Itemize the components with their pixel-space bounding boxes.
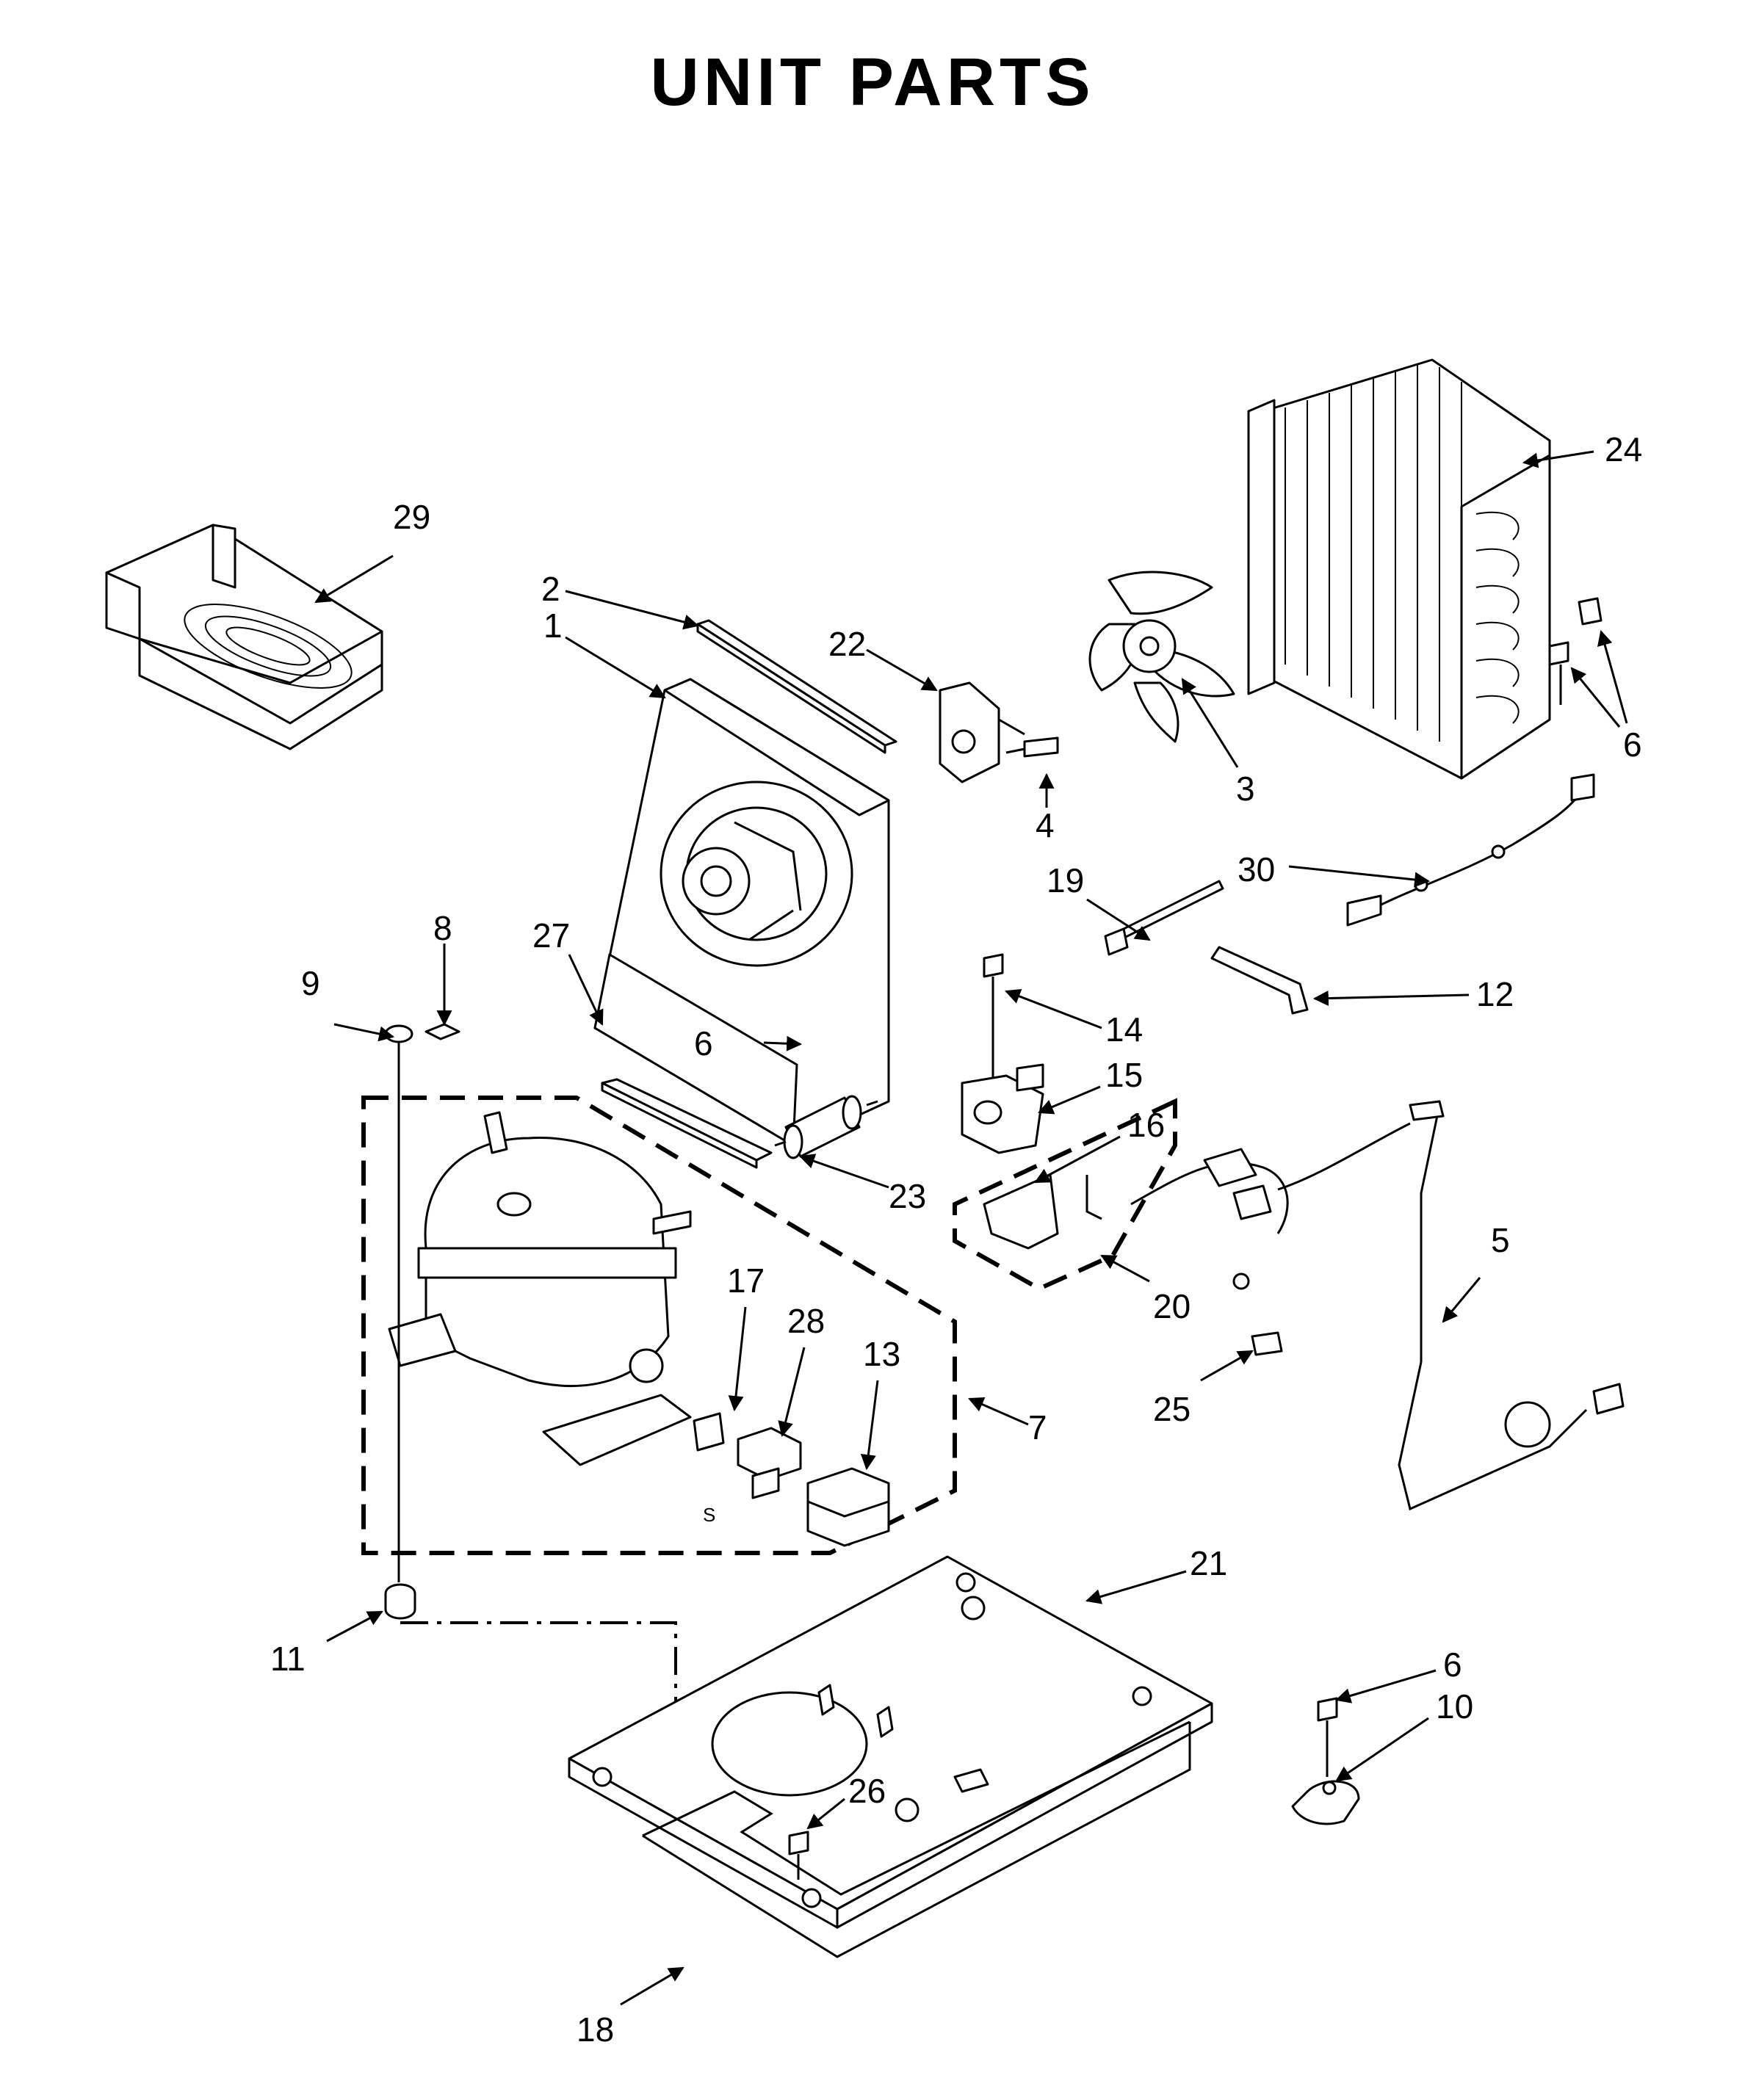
callout-17: 17 [727,1261,765,1300]
callout-15: 15 [1105,1056,1143,1094]
fan-motor-part [939,681,1025,783]
callout-6-condenser: 6 [1623,725,1642,764]
callout-6-clamp: 6 [1443,1645,1462,1684]
callout-11: 11 [270,1640,306,1678]
fan-blade-part [1088,571,1235,743]
grommet-9-part [384,1024,413,1043]
callout-5: 5 [1491,1221,1510,1259]
callout-6-shroud: 6 [694,1024,713,1062]
insulation-strip-part [696,619,897,754]
compressor-mark-text: S [703,1504,715,1526]
control-wiring-part [1130,1122,1411,1290]
screw-26-part [788,1831,809,1880]
clamp-10-part [1291,1780,1360,1825]
power-cord-5-part [1398,1100,1625,1511]
cable-tie-part [1104,880,1224,956]
callout-1: 1 [543,607,563,645]
callout-20: 20 [1153,1287,1191,1325]
callout-14: 14 [1105,1010,1143,1049]
screw-6-condenser-part [1548,597,1603,705]
foot-alignment-line [400,1621,677,1726]
compressor-part [388,1111,692,1466]
screw-6-clamp-part [1317,1697,1338,1777]
page-title: UNIT PARTS [650,45,1095,120]
screw-4-part [1005,736,1059,758]
callout-8: 8 [433,909,452,947]
callout-29: 29 [393,498,430,536]
callout-23: 23 [889,1177,926,1215]
callout-25: 25 [1153,1390,1191,1428]
callout-4: 4 [1036,806,1055,844]
condenser-coil-part [1247,358,1551,780]
callout-19: 19 [1047,861,1084,899]
screw-14-part [983,953,1004,1083]
mounting-plate-part [601,1078,773,1169]
cover-17-part [693,1412,725,1452]
callout-12: 12 [1476,975,1514,1013]
callout-labels: 29 2 1 22 4 3 24 6 30 19 12 14 15 16 20 … [270,430,1642,2049]
callout-7: 7 [1028,1408,1047,1447]
callout-22: 22 [828,625,866,663]
callout-26: 26 [848,1772,886,1810]
relay-15-part [961,1063,1044,1154]
fan-shroud-part [593,678,890,1147]
callout-2: 2 [541,570,560,608]
start-device-13-part [806,1467,890,1547]
base-gasket-18-part [642,1720,1191,1958]
callout-21: 21 [1190,1544,1227,1582]
wire-harness-30-part [1346,773,1595,927]
callout-28: 28 [787,1302,825,1340]
callout-24: 24 [1605,430,1642,468]
rubber-foot-11-part [384,1583,416,1620]
callout-13: 13 [863,1335,900,1373]
callout-18: 18 [577,2010,614,2049]
compressor-group-outline [361,1096,957,1555]
overload-28-part [737,1427,802,1499]
drain-pan-part [105,524,383,750]
callout-leaders [314,450,1628,2006]
callout-9: 9 [301,964,320,1002]
callout-3: 3 [1236,770,1255,808]
callout-27: 27 [532,916,570,955]
clip-8-part [424,1023,460,1040]
callout-10: 10 [1436,1687,1473,1726]
tube-part [1210,946,1309,1015]
base-pan-21-part [568,1555,1213,1929]
connector-25-part [1251,1331,1283,1356]
callout-16: 16 [1127,1106,1165,1144]
callout-30: 30 [1238,850,1275,888]
filter-drier-part [774,1095,878,1159]
